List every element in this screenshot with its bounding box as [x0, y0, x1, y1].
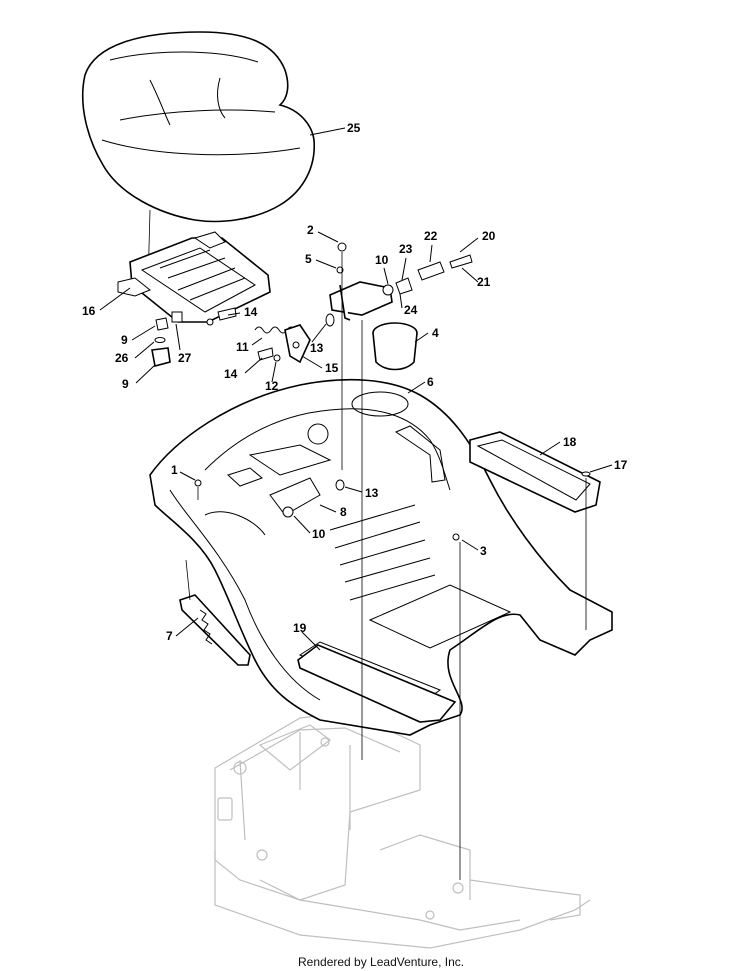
footrest-mat-right [469, 431, 601, 513]
callout-2: 2 [307, 223, 314, 237]
callout-25: 25 [347, 121, 361, 135]
callout-19: 19 [293, 621, 307, 635]
callout-11: 11 [236, 340, 249, 354]
callout-8: 8 [340, 505, 347, 519]
callout-3: 3 [480, 544, 487, 558]
seat-mounting-plate [117, 231, 271, 326]
callout-20: 20 [482, 229, 496, 243]
callout-24: 24 [404, 303, 418, 317]
callout-12: 12 [265, 379, 279, 393]
callout-13: 13 [310, 341, 324, 355]
callout-13b: 13 [365, 486, 379, 500]
callout-15: 15 [325, 361, 339, 375]
callout-7: 7 [166, 629, 173, 643]
footer-credit: Rendered by LeadVenture, Inc. [298, 955, 464, 969]
callout-26: 26 [115, 351, 129, 365]
callout-1: 1 [171, 463, 178, 477]
callout-14: 14 [244, 305, 258, 319]
alignment-lines [185, 252, 587, 880]
chassis-frame [214, 711, 591, 949]
fender-body [149, 378, 613, 736]
callout-6: 6 [427, 375, 434, 389]
callout-14b: 14 [224, 367, 238, 381]
callout-18: 18 [563, 435, 577, 449]
callout-5: 5 [305, 252, 312, 266]
callout-17: 17 [614, 458, 628, 472]
callouts: 25 2 5 10 23 22 20 21 24 4 16 14 9 26 27… [82, 121, 628, 643]
callout-23: 23 [399, 242, 413, 256]
callout-21: 21 [477, 275, 491, 289]
callout-27: 27 [178, 351, 192, 365]
seat-bracket-upper [329, 242, 473, 321]
callout-9: 9 [121, 333, 128, 347]
callout-9b: 9 [122, 377, 129, 391]
fuel-cap [372, 322, 418, 371]
seat-spring-assembly [254, 313, 335, 364]
seat [81, 31, 316, 223]
callout-16: 16 [82, 304, 96, 318]
callout-10b: 10 [312, 527, 326, 541]
callout-22: 22 [424, 229, 438, 243]
seat-fasteners [151, 307, 274, 367]
seat-adjust-rail [179, 594, 251, 666]
callout-4: 4 [432, 326, 439, 340]
leader-lines [99, 127, 613, 651]
footrest-mat-left [297, 644, 457, 723]
callout-10: 10 [375, 253, 389, 267]
